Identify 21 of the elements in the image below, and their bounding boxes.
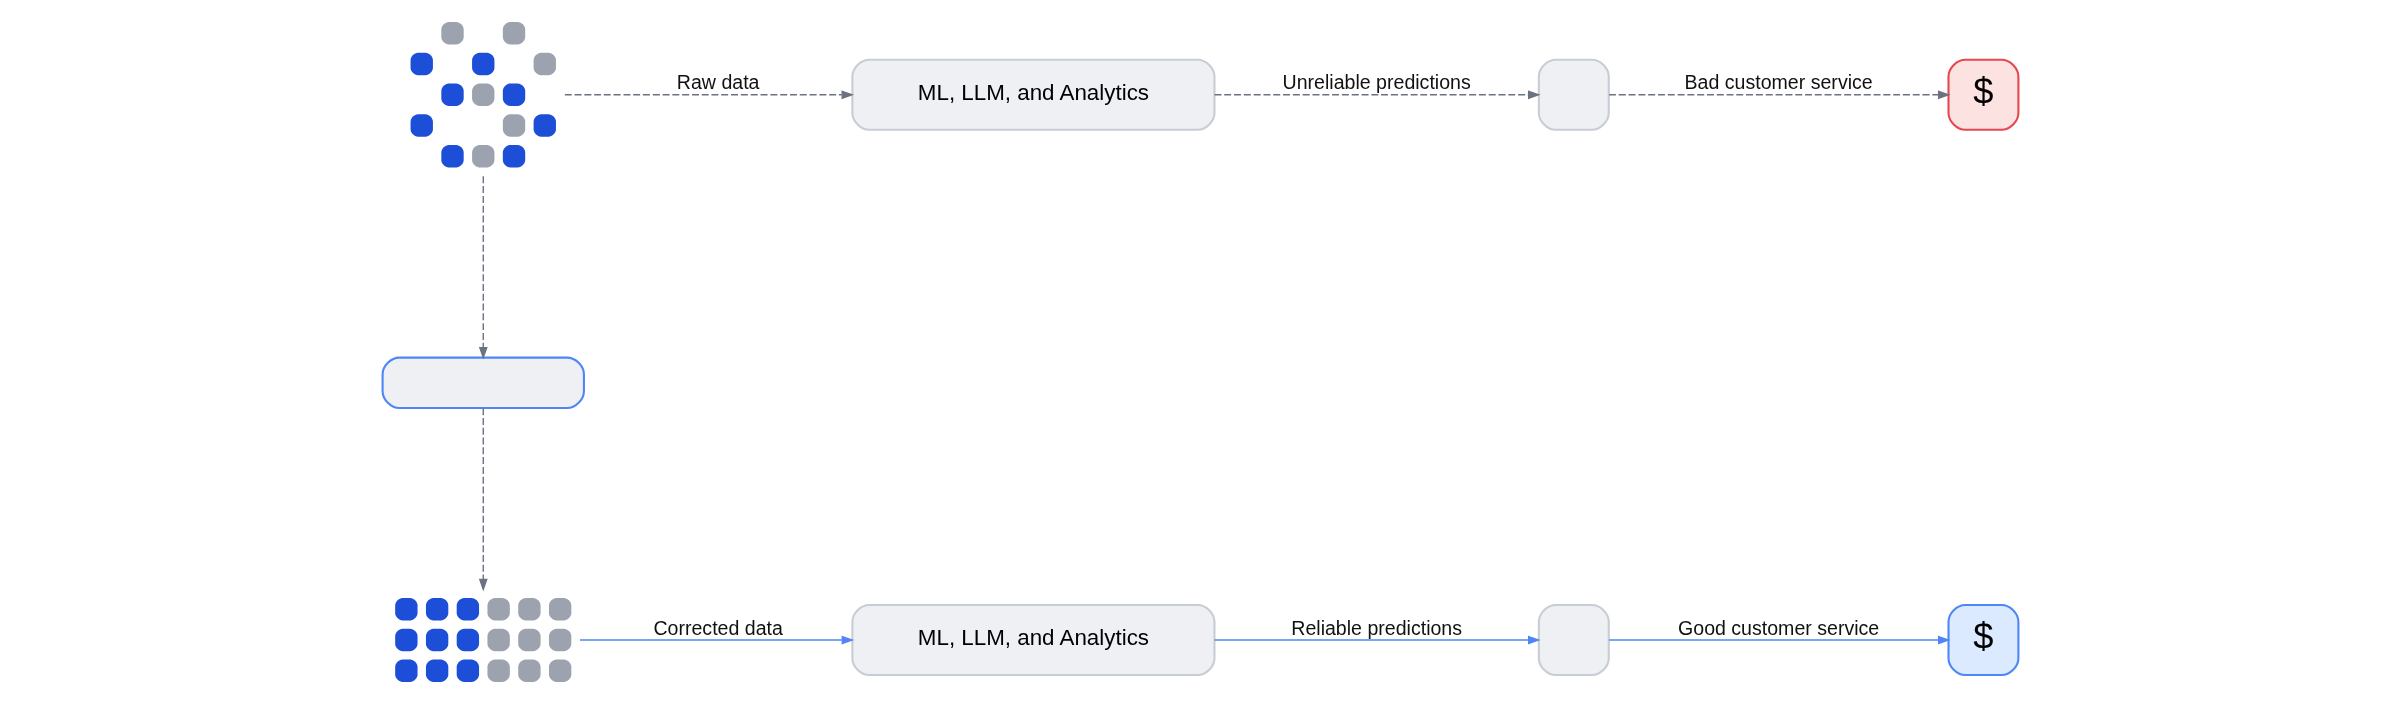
node-box bbox=[381, 356, 585, 409]
node-box: $ bbox=[1946, 58, 2019, 131]
edge-label: Reliable predictions bbox=[1290, 616, 1462, 639]
arrow bbox=[1213, 90, 1541, 100]
arrow bbox=[478, 407, 488, 592]
node-box bbox=[1537, 604, 1610, 676]
node-box: ML, LLM, and Analytics bbox=[850, 58, 1216, 131]
arrow bbox=[1213, 635, 1541, 645]
node-box: $ bbox=[1946, 604, 2019, 676]
node-box: ML, LLM, and Analytics bbox=[850, 604, 1216, 676]
arrow bbox=[563, 90, 854, 100]
arrow bbox=[1608, 635, 1951, 645]
edge-label: Good customer service bbox=[1677, 616, 1879, 639]
node-box bbox=[1537, 58, 1610, 131]
arrow bbox=[578, 635, 854, 645]
edge-label: Bad customer service bbox=[1684, 71, 1873, 94]
edge-label: Unreliable predictions bbox=[1282, 71, 1471, 94]
edge-label: Raw data bbox=[676, 71, 759, 94]
arrow bbox=[478, 175, 488, 360]
arrow bbox=[1608, 90, 1951, 100]
edge-label: Corrected data bbox=[652, 616, 783, 639]
